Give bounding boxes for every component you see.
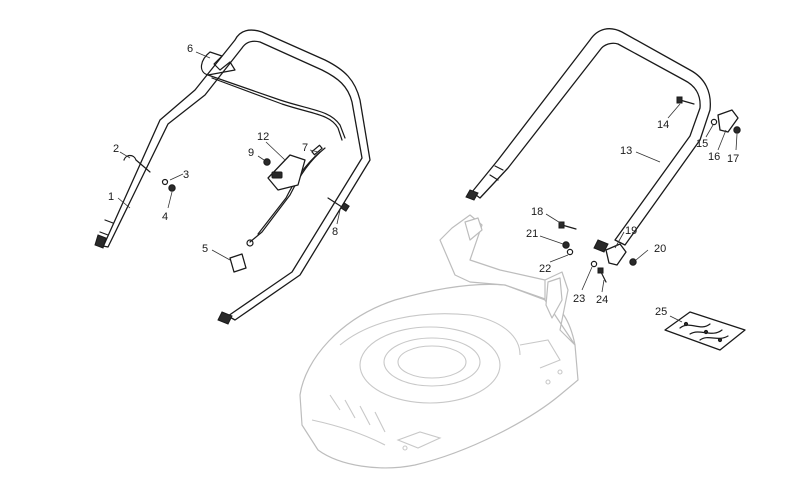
callout-9: 9 — [248, 147, 254, 159]
callout-2: 2 — [113, 143, 119, 155]
nut-9 — [263, 158, 271, 166]
operator-bar — [200, 51, 346, 141]
callout-25: 25 — [655, 306, 667, 318]
callout-23: 23 — [573, 293, 585, 305]
callout-8: 8 — [332, 226, 338, 238]
knob-19 — [605, 243, 627, 266]
callout-3: 3 — [183, 169, 189, 181]
nut-17 — [733, 126, 741, 134]
callout-1: 1 — [108, 191, 114, 203]
callout-6: 6 — [187, 43, 193, 55]
callout-13: 13 — [620, 145, 632, 157]
callout-12: 12 — [257, 131, 269, 143]
lower-handle — [465, 28, 711, 253]
callout-19: 19 — [625, 225, 637, 237]
callout-20: 20 — [654, 243, 666, 255]
callout-5: 5 — [202, 243, 208, 255]
screw-24 — [597, 267, 607, 283]
clip-2 — [123, 154, 151, 173]
callout-17: 17 — [727, 153, 739, 165]
nut-21 — [562, 241, 570, 249]
callout-14: 14 — [657, 119, 669, 131]
callout-21: 21 — [526, 228, 538, 240]
hardware-kit-25 — [664, 311, 746, 351]
callout-15: 15 — [696, 138, 708, 150]
bolt-18 — [558, 221, 577, 230]
washer-15 — [710, 118, 718, 126]
callout-7: 7 — [302, 142, 308, 154]
washer-23 — [590, 260, 598, 268]
washer-22 — [566, 248, 574, 256]
cable-clip-5 — [229, 253, 247, 273]
leader-lines — [117, 51, 738, 323]
upper-handle — [94, 29, 371, 325]
callout-16: 16 — [708, 151, 720, 163]
callout-24: 24 — [596, 294, 608, 306]
bolt-14 — [676, 96, 695, 105]
bolt-8 — [327, 197, 350, 212]
nut-4 — [168, 184, 176, 192]
callout-18: 18 — [531, 206, 543, 218]
washer-3 — [161, 178, 169, 186]
cable-lever-body — [267, 154, 306, 191]
mower-deck — [299, 214, 579, 469]
callout-22: 22 — [539, 263, 551, 275]
callout-labels: 1 2 3 4 5 6 7 8 9 12 13 14 15 16 17 18 1… — [108, 43, 739, 318]
callout-4: 4 — [162, 211, 168, 223]
nut-20 — [629, 258, 637, 266]
knob-16 — [717, 109, 739, 133]
